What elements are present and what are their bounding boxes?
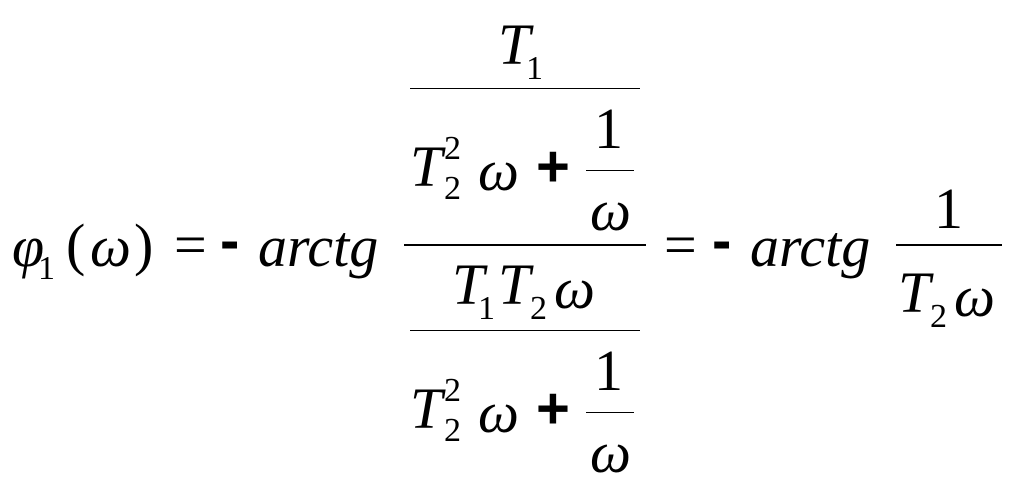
upper-den-small-fraction-bar xyxy=(586,170,634,171)
lower-den-T: T xyxy=(410,376,443,441)
lower-num-T1-sub: 1 xyxy=(478,290,495,327)
lower-den-T-sub: 2 xyxy=(444,412,461,449)
lower-num-T2: T xyxy=(498,252,531,317)
lower-den-small-one: 1 xyxy=(594,338,623,403)
minus-sign-1: - xyxy=(220,208,240,273)
result-den-omega: ω xyxy=(954,264,995,329)
lower-num-omega: ω xyxy=(554,256,595,321)
upper-inner-fraction-bar xyxy=(410,88,640,89)
phi-subscript: 1 xyxy=(38,250,55,287)
lower-den-omega: ω xyxy=(478,380,519,445)
lower-den-small-fraction-bar xyxy=(586,412,634,413)
upper-den-small-one: 1 xyxy=(594,96,623,161)
lower-num-T2-sub: 2 xyxy=(530,290,547,327)
upper-den-omega: ω xyxy=(478,138,519,203)
lower-den-plus: + xyxy=(536,376,570,441)
upper-den-small-omega: ω xyxy=(590,178,631,243)
upper-den-plus: + xyxy=(536,134,570,199)
minus-sign-2: - xyxy=(712,208,732,273)
upper-den-T: T xyxy=(410,134,443,199)
upper-num-T: T xyxy=(498,12,531,77)
result-num-one: 1 xyxy=(934,176,963,241)
lhs-close-paren: ) xyxy=(134,212,154,277)
upper-num-T-sub: 1 xyxy=(526,50,543,87)
equals-sign-1: = xyxy=(174,212,207,277)
phi-symbol: φ xyxy=(12,214,45,279)
lhs-open-paren: ( xyxy=(66,212,86,277)
arctg-2: arctg xyxy=(750,214,871,279)
result-den-T-sub: 2 xyxy=(930,298,947,335)
upper-den-T-sub: 2 xyxy=(444,170,461,207)
lower-den-small-omega: ω xyxy=(590,420,631,485)
result-den-T: T xyxy=(898,260,931,325)
main-fraction-bar xyxy=(404,244,646,246)
equals-sign-2: = xyxy=(664,212,697,277)
result-fraction-bar xyxy=(896,244,1002,246)
lower-num-T1: T xyxy=(452,252,485,317)
upper-den-T-sup: 2 xyxy=(444,130,461,167)
lower-den-T-sup: 2 xyxy=(444,372,461,409)
lhs-omega: ω xyxy=(90,214,131,279)
arctg-1: arctg xyxy=(258,214,379,279)
lower-inner-fraction-bar xyxy=(410,330,640,331)
